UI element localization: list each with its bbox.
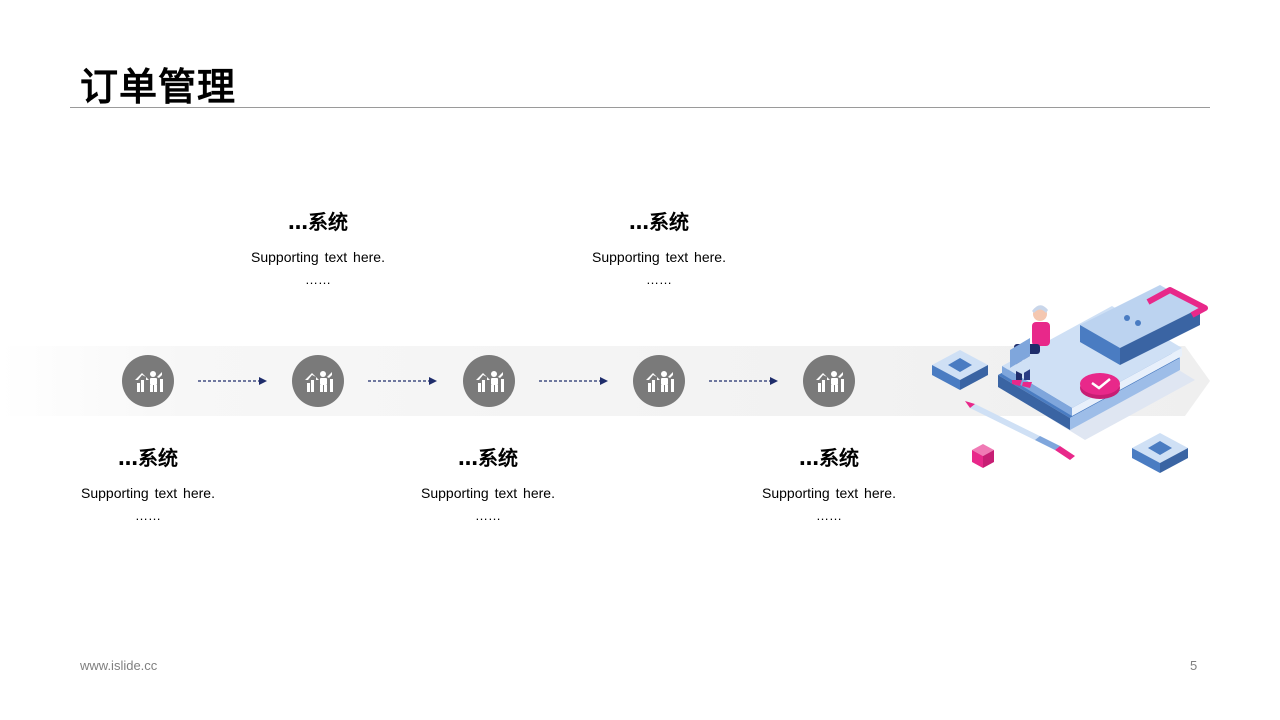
page-title: 订单管理 — [80, 65, 237, 109]
step-5-text-block: …系统 Supporting text here. …… — [729, 444, 929, 524]
footer-url: www.islide.cc — [80, 658, 158, 673]
step-1-text-block: …系统 Supporting text here. …… — [48, 444, 248, 524]
step-text: Supporting text here. — [421, 485, 555, 501]
step-title: …系统 — [629, 210, 689, 234]
step-title: …系统 — [458, 446, 518, 470]
dashed-arrow-right-icon — [198, 375, 268, 387]
step-text: Supporting text here. — [251, 249, 385, 265]
step-ellipsis: …… — [305, 272, 331, 287]
step-3-text-block: …系统 Supporting text here. …… — [388, 444, 588, 524]
step-ellipsis: …… — [135, 508, 161, 523]
page-number: 5 — [1190, 658, 1198, 673]
dashed-arrow-right-icon — [539, 375, 609, 387]
step-1-growth-people-icon — [122, 355, 174, 407]
step-title: …系统 — [118, 446, 178, 470]
title-divider — [70, 107, 1210, 108]
step-ellipsis: …… — [475, 508, 501, 523]
dashed-arrow-right-icon — [709, 375, 779, 387]
step-2-text-block: …系统 Supporting text here. …… — [218, 208, 418, 288]
step-ellipsis: …… — [646, 272, 672, 287]
step-ellipsis: …… — [816, 508, 842, 523]
step-4-growth-people-icon — [633, 355, 685, 407]
step-3-growth-people-icon — [463, 355, 515, 407]
step-text: Supporting text here. — [81, 485, 215, 501]
step-4-text-block: …系统 Supporting text here. …… — [559, 208, 759, 288]
step-title: …系统 — [288, 210, 348, 234]
step-5-growth-people-icon — [803, 355, 855, 407]
step-title: …系统 — [799, 446, 859, 470]
step-2-growth-people-icon — [292, 355, 344, 407]
step-text: Supporting text here. — [592, 249, 726, 265]
dashed-arrow-right-icon — [368, 375, 438, 387]
step-text: Supporting text here. — [762, 485, 896, 501]
person-with-laptop-on-book-illustration — [932, 285, 1208, 473]
